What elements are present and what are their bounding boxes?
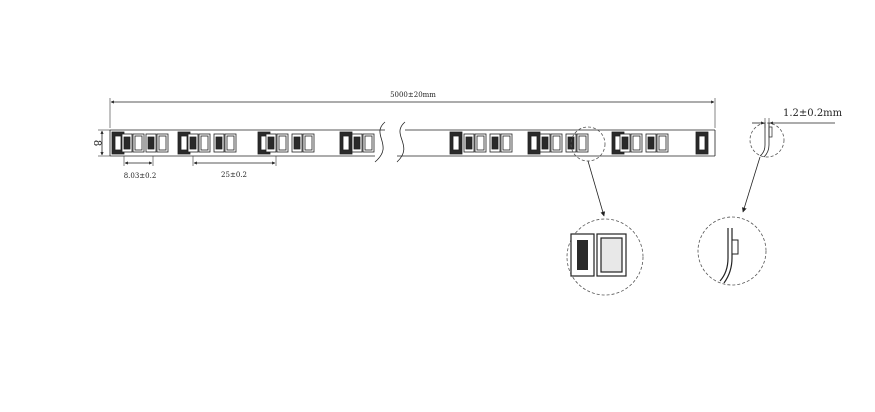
led-chip-core (215, 136, 223, 150)
led-lens-inner (134, 135, 143, 151)
led-chip-core (189, 136, 197, 150)
led-chip-core (267, 136, 275, 150)
width-label: 8 (91, 140, 102, 146)
led-chip-core (647, 136, 655, 150)
led-detail-callout (566, 126, 644, 296)
led-pitch-dimension: 8.03±0.2 (123, 156, 157, 180)
led-strip-body (109, 121, 716, 163)
led-lens-inner (632, 135, 641, 151)
led-pitch-label: 8.03±0.2 (124, 172, 157, 180)
led-lens-inner (200, 135, 209, 151)
total-length-label: 5000±20mm (390, 91, 436, 99)
solder-point (342, 135, 350, 151)
thickness-label: 1.2±0.2mm (783, 108, 843, 119)
led-chip-core (147, 136, 155, 150)
led-lens-inner (476, 135, 485, 151)
solder-point (452, 135, 460, 151)
width-dimension: 8 (91, 129, 110, 157)
strip-profile-enlarged (719, 228, 739, 284)
led-lens-inner (552, 135, 561, 151)
led-lens-inner (364, 135, 373, 151)
solder-point (530, 135, 538, 151)
led-chip-core (541, 136, 549, 150)
led-chip-core (353, 136, 361, 150)
cut-section-dimension: 25±0.2 (192, 156, 277, 179)
solder-point (180, 135, 188, 151)
total-length-dimension: 5000±20mm (109, 91, 716, 128)
led-chip-core (567, 136, 575, 150)
led-lens-inner (278, 135, 287, 151)
led-components (111, 131, 709, 155)
led-lens-inner (158, 135, 167, 151)
led-chip-core (465, 136, 473, 150)
thickness-side-view: 1.2±0.2mm (697, 108, 843, 286)
led-lens-inner (658, 135, 667, 151)
led-lens-inner (226, 135, 235, 151)
led-chip-core (293, 136, 301, 150)
led-lens-inner (578, 135, 587, 151)
break-mark (374, 121, 386, 163)
solder-point (698, 135, 706, 151)
led-chip-core (123, 136, 131, 150)
solder-point (114, 135, 122, 151)
led-lens-inner (502, 135, 511, 151)
led-chip-core (621, 136, 629, 150)
led-lens-inner (304, 135, 313, 151)
led-chip-core (491, 136, 499, 150)
cut-section-label: 25±0.2 (221, 171, 247, 179)
led-chip-enlarged (570, 233, 627, 277)
